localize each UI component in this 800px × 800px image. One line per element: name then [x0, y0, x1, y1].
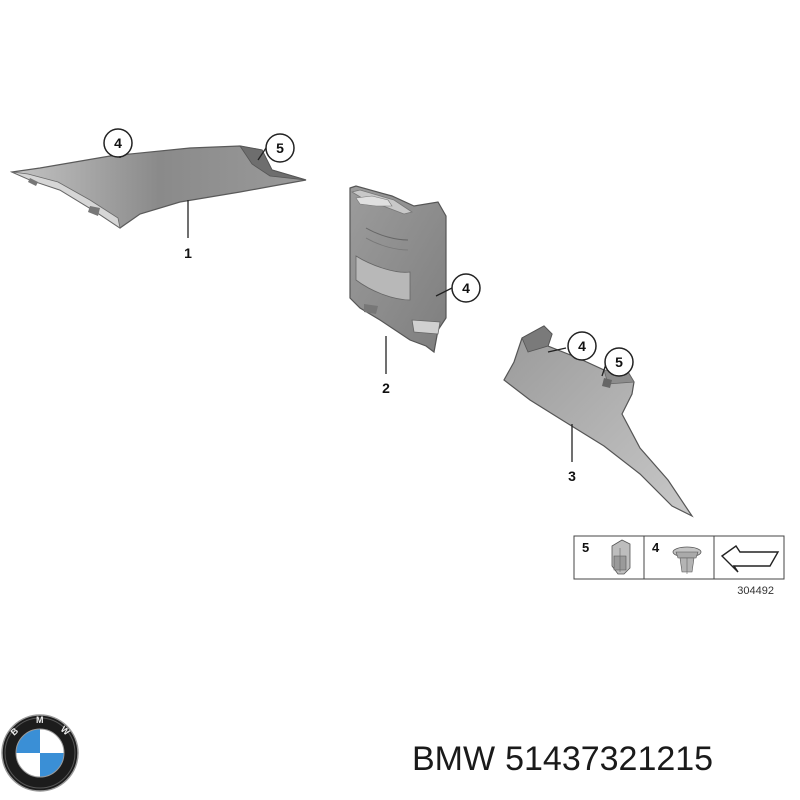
callout-5-right-label: 5: [615, 354, 623, 370]
callout-5-top-label: 5: [276, 140, 284, 156]
part-2-trim: [349, 185, 447, 354]
bmw-logo: B M W: [1, 714, 79, 792]
push-rivet-icon: [672, 546, 702, 574]
legend-item-4-number: 4: [652, 540, 660, 555]
callout-5-right: 5: [604, 347, 634, 377]
caption-brand: BMW: [412, 740, 496, 778]
callout-4-middle: 4: [451, 273, 481, 303]
part-label-2: 2: [382, 380, 390, 396]
clip-icon: [611, 539, 631, 575]
leader-lines: [119, 147, 607, 462]
callout-4-middle-label: 4: [462, 280, 470, 296]
diagram-reference-number: 304492: [737, 585, 774, 597]
direction-arrow-icon: [720, 545, 780, 573]
svg-text:M: M: [36, 715, 44, 725]
caption-part-number: 51437321215: [505, 740, 714, 778]
callout-4-right-label: 4: [578, 338, 586, 354]
callout-4-top-label: 4: [114, 135, 122, 151]
part-label-1: 1: [184, 245, 192, 261]
callout-4-top: 4: [103, 128, 133, 158]
legend-item-5-number: 5: [582, 540, 589, 555]
part-label-3: 3: [568, 468, 576, 484]
fastener-legend: 5 4: [573, 535, 785, 580]
part-1-trim: [9, 145, 307, 229]
svg-text:B: B: [9, 725, 21, 737]
part-3-trim: [503, 325, 694, 518]
callout-5-top: 5: [265, 133, 295, 163]
callout-4-right: 4: [567, 331, 597, 361]
